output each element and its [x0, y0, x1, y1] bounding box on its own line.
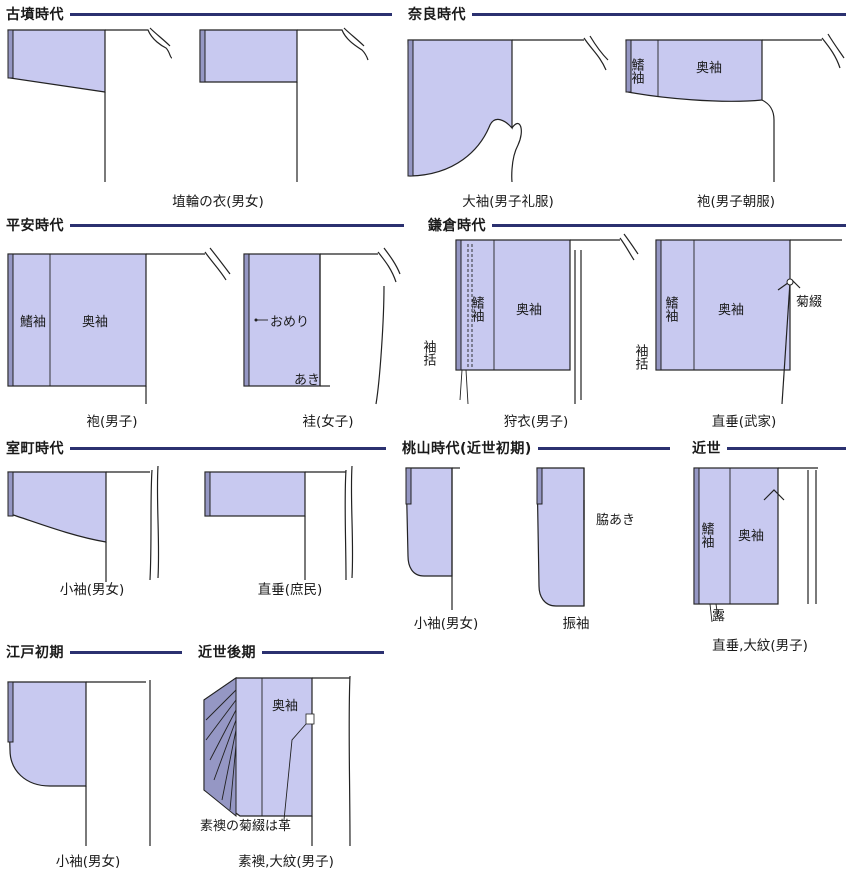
caption-kariginu: 狩衣(男子) [503, 414, 569, 430]
kosode-muromachi-garment [7, 465, 160, 582]
divider [537, 446, 670, 450]
era-nara: 奈良時代 [408, 3, 846, 25]
caption-hitatare-daimon: 直垂,大紋(男子) [712, 638, 808, 654]
caption-hitatare-shomin: 直垂(庶民) [257, 582, 323, 598]
suo-garment [203, 675, 351, 847]
divider [70, 12, 392, 16]
label-hatasode: 鰭袖 [20, 315, 46, 330]
era-heian: 平安時代 [6, 214, 404, 236]
furisode-garment [536, 467, 585, 607]
era-muromachi: 室町時代 [6, 437, 386, 459]
label-sodekukuri: 袖括 [421, 340, 437, 366]
label-okusode: 奥袖 [516, 303, 542, 318]
caption-kosode-edo: 小袖(男女) [55, 854, 121, 870]
label-omeri: おめり [270, 315, 309, 330]
era-kamakura: 鎌倉時代 [428, 214, 846, 236]
era-title: 室町時代 [6, 441, 64, 457]
hitatare-daimon-garment [693, 467, 818, 623]
label-hatasode: 鰭袖 [699, 522, 715, 548]
caption-uchiki: 袿(女子) [302, 414, 354, 430]
caption-osode: 大袖(男子礼服) [462, 194, 554, 210]
divider [727, 446, 846, 450]
era-title: 古墳時代 [6, 7, 64, 23]
caption-ho-heian: 袍(男子) [86, 414, 138, 430]
caption-ho-nara: 袍(男子朝服) [697, 190, 775, 210]
hitatare-shomin-garment [204, 465, 354, 581]
caption-kosode-muromachi: 小袖(男女) [59, 582, 125, 598]
osode-garment [407, 35, 609, 183]
label-okusode: 奥袖 [738, 529, 764, 544]
era-title: 近世後期 [198, 645, 256, 661]
label-suo-note: 素襖の菊綴は革 [200, 819, 291, 834]
era-title: 奈良時代 [408, 7, 466, 23]
caption-text: 袍(男子朝服) [696, 194, 776, 210]
era-title: 桃山時代(近世初期) [402, 441, 532, 457]
label-hatasode: 鰭袖 [663, 296, 679, 322]
label-okusode: 奥袖 [696, 61, 722, 76]
label-okusode: 奥袖 [718, 303, 744, 318]
divider [492, 223, 846, 227]
era-kinsei: 近世 [692, 437, 846, 459]
kariginu-garment [455, 233, 639, 405]
divider [262, 650, 384, 654]
era-title: 近世 [692, 441, 721, 457]
kosode-momoyama-garment [405, 467, 460, 610]
era-kinsei-late: 近世後期 [198, 641, 384, 663]
era-title: 鎌倉時代 [428, 218, 486, 234]
label-hatasode: 鰭袖 [469, 296, 485, 322]
hitatare-buke-garment [655, 239, 842, 405]
kosode-edo-garment [7, 679, 151, 846]
divider [70, 446, 386, 450]
haniwa-garment-2 [199, 27, 369, 182]
era-title: 平安時代 [6, 218, 64, 234]
label-aki: あき [294, 373, 320, 388]
label-sodekukuri: 袖括 [633, 344, 649, 370]
caption-suo-daimon: 素襖,大紋(男子) [238, 854, 334, 870]
era-momoyama: 桃山時代(近世初期) [402, 437, 670, 459]
caption-furisode: 振袖 [562, 616, 590, 632]
divider [472, 12, 846, 16]
label-overlays: 鰭袖 奥袖 鰭袖 奥袖 おめり あき 鰭袖 奥袖 袖括 鰭袖 奥袖 袖括 菊綴 … [20, 58, 822, 834]
label-okusode: 奥袖 [272, 699, 298, 714]
era-edo-early: 江戸初期 [6, 641, 182, 663]
caption-hitatare-buke: 直垂(武家) [711, 414, 777, 430]
label-kikutoji: 菊綴 [796, 295, 822, 310]
haniwa-garment-1 [7, 27, 173, 182]
era-kofun: 古墳時代 [6, 3, 392, 25]
label-tsuyu: 露 [712, 609, 725, 624]
caption-kosode-momoyama: 小袖(男女) [413, 616, 479, 632]
divider [70, 650, 182, 654]
divider [70, 223, 404, 227]
ho-heian-garment [7, 247, 231, 404]
uchiki-garment [243, 247, 401, 405]
ho-nara-garment [625, 33, 845, 182]
label-hatasode: 鰭袖 [629, 58, 645, 84]
era-title: 江戸初期 [6, 645, 64, 661]
label-okusode: 奥袖 [82, 315, 108, 330]
label-wakiaki: 脇あき [596, 513, 635, 528]
caption-haniwa: 埴輪の衣(男女) [172, 194, 264, 210]
